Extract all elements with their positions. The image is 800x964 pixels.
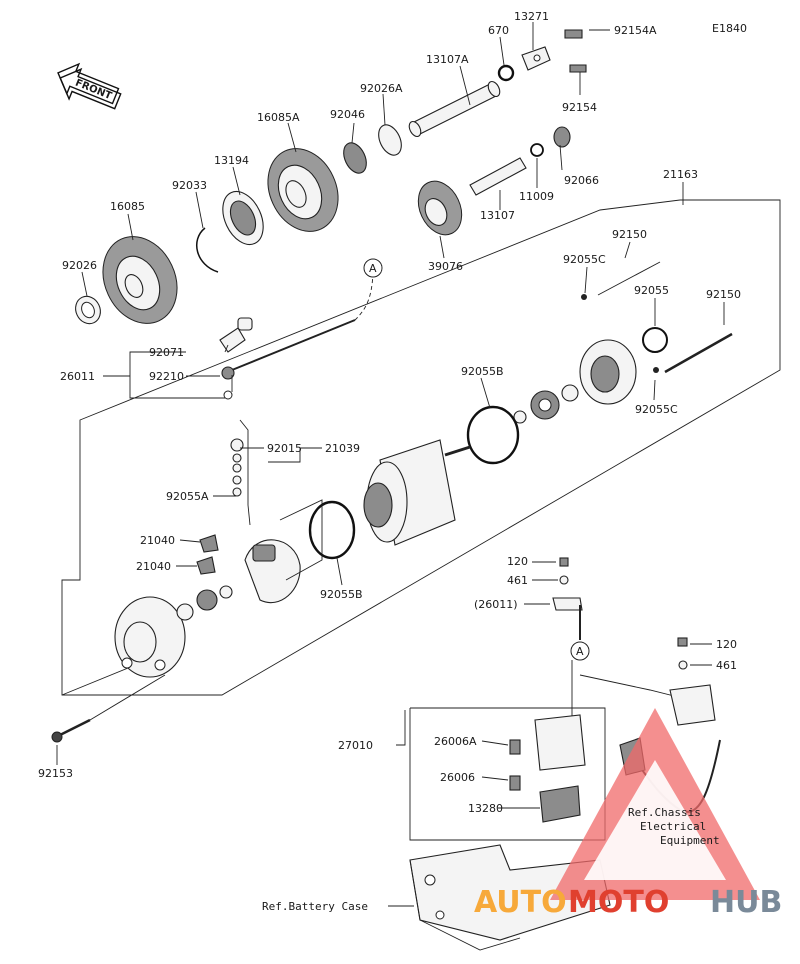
label-13107A: 13107A xyxy=(426,53,469,66)
label-16085: 16085 xyxy=(110,200,145,213)
label-27010: 27010 xyxy=(338,739,373,752)
front-cover-group xyxy=(51,585,233,743)
label-26011-ref: (26011) xyxy=(474,598,518,611)
label-26006A: 26006A xyxy=(434,735,477,748)
o-ring-92055B-lower xyxy=(308,500,356,560)
label-92210: 92210 xyxy=(149,370,184,383)
ref-chassis-electrical: Ref.Chassis Electrical Equipment xyxy=(628,806,720,847)
circlip-92033 xyxy=(196,227,219,273)
watermark-hub: HUB xyxy=(710,885,782,920)
svg-text:A: A xyxy=(369,262,377,275)
label-92066: 92066 xyxy=(564,174,599,187)
label-11009: 11009 xyxy=(519,190,554,203)
callout-A-bottom: A xyxy=(570,641,590,661)
gear-92026A-group xyxy=(343,124,402,174)
label-92055B-top: 92055B xyxy=(461,365,504,378)
ref-battery-case: Ref.Battery Case xyxy=(262,900,368,913)
front-arrow-icon: FRONT xyxy=(57,62,122,110)
label-26006: 26006 xyxy=(440,771,475,784)
label-92071: 92071 xyxy=(149,346,184,359)
shaft-13107-group xyxy=(417,126,571,236)
label-92055A: 92055A xyxy=(166,490,209,503)
label-92026: 92026 xyxy=(62,259,97,272)
svg-text:Ref.Chassis: Ref.Chassis xyxy=(628,806,701,819)
svg-text:Electrical: Electrical xyxy=(640,820,706,833)
label-92055C-top: 92055C xyxy=(563,253,606,266)
starter-assembly-frame xyxy=(61,199,781,696)
label-92026A: 92026A xyxy=(360,82,403,95)
label-120-b: 120 xyxy=(716,638,737,651)
svg-text:Equipment: Equipment xyxy=(660,834,720,847)
label-92033: 92033 xyxy=(172,179,207,192)
automotohub-watermark: AUTO MOTO HUB xyxy=(474,708,782,920)
label-21040-a: 21040 xyxy=(140,534,175,547)
label-92055: 92055 xyxy=(634,284,669,297)
brush-plate-group xyxy=(196,419,323,604)
leader-lines xyxy=(56,22,725,907)
label-92150-b: 92150 xyxy=(706,288,741,301)
label-461-b: 461 xyxy=(716,659,737,672)
label-21040-b: 21040 xyxy=(136,560,171,573)
label-92154: 92154 xyxy=(562,101,597,114)
label-21039: 21039 xyxy=(325,442,360,455)
starter-cable-26011 xyxy=(219,271,374,400)
label-92154A: 92154A xyxy=(614,24,657,37)
label-13280: 13280 xyxy=(468,802,503,815)
label-92055C-bottom: 92055C xyxy=(635,403,678,416)
gear-16085 xyxy=(102,236,178,324)
label-92046: 92046 xyxy=(330,108,365,121)
label-92015: 92015 xyxy=(267,442,302,455)
shaft-13107A-group xyxy=(408,29,587,138)
label-670: 670 xyxy=(488,24,509,37)
label-21163: 21163 xyxy=(663,168,698,181)
label-13107: 13107 xyxy=(480,209,515,222)
part-labels: 13271 670 92154A 13107A 92154 92026A 920… xyxy=(38,10,741,815)
gear-16085A xyxy=(267,148,339,232)
watermark-auto: AUTO xyxy=(474,885,567,920)
callout-A-top: A xyxy=(363,258,383,278)
label-13194: 13194 xyxy=(214,154,249,167)
label-92153: 92153 xyxy=(38,767,73,780)
rear-cover-group xyxy=(466,261,733,465)
label-13271: 13271 xyxy=(514,10,549,23)
diagram-code: E1840 xyxy=(712,22,747,35)
label-92150-a: 92150 xyxy=(612,228,647,241)
svg-text:A: A xyxy=(576,645,584,658)
label-26011: 26011 xyxy=(60,370,95,383)
label-120-a: 120 xyxy=(507,555,528,568)
washer-92026 xyxy=(75,295,101,325)
label-461-a: 461 xyxy=(507,574,528,587)
label-39076: 39076 xyxy=(428,260,463,273)
armature-21039 xyxy=(363,439,471,546)
label-92055B-bottom: 92055B xyxy=(320,588,363,601)
watermark-moto: MOTO xyxy=(568,885,669,920)
bearing-13194 xyxy=(222,190,264,246)
label-16085A: 16085A xyxy=(257,111,300,124)
